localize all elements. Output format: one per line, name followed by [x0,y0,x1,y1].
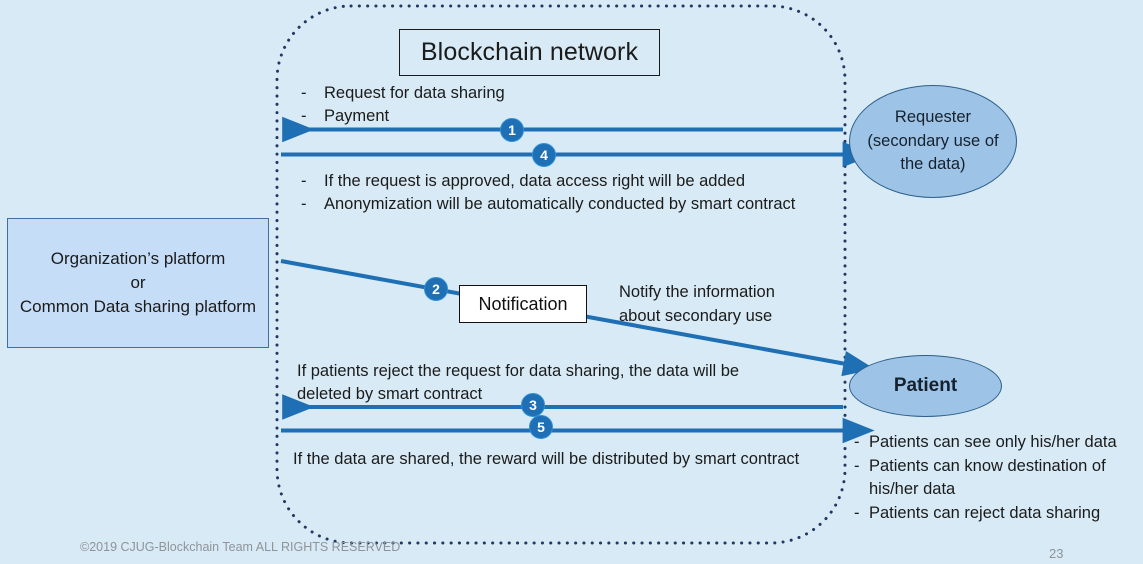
bullet-dash-icon: - [854,456,860,475]
mid-bullet-list: - If the request is approved, data acces… [301,170,795,217]
requester-node: Requester (secondary use of the data) [849,85,1017,198]
step-badge-1[interactable]: 1 [500,118,524,142]
list-item: - Patients can reject data sharing [854,502,1117,526]
list-item: - Patients can see only his/her data [854,431,1117,455]
reject-line-1: If patients reject the request for data … [297,362,740,380]
patient-label: Patient [893,375,958,396]
copyright-notice: ©2019 CJUG-Blockchain Team ALL RIGHTS RE… [80,540,401,554]
bullet-dash-icon: - [301,195,307,214]
bullet-text: Payment [324,107,390,126]
patient-capability-list: - Patients can see only his/her data - P… [854,431,1117,525]
top-bullet-list: - Request for data sharing - Payment [301,82,505,129]
notification-caption-line-1: Notify the information [619,283,775,301]
bullet-text: If the request is approved, data access … [324,172,745,190]
bullet-text-continuation: his/her data [869,480,956,499]
notification-caption: Notify the information about secondary u… [619,281,775,329]
bullet-dash-icon: - [854,433,860,451]
bullet-dash-icon: - [854,503,860,522]
platform-line-1: Organization’s platform [50,248,226,268]
bullet-text: Patients can reject data sharing [869,503,1101,522]
step-badge-5[interactable]: 5 [529,415,553,439]
bullet-text: Anonymization will be automatically cond… [324,195,796,214]
step-badge-4[interactable]: 4 [532,143,556,167]
list-item: - If the request is approved, data acces… [301,170,795,193]
list-item: - Patients can know destination of [854,455,1117,479]
platform-line-3: Common Data sharing platform [19,297,257,317]
list-item: - Payment [301,105,505,128]
bullet-dash-icon: - [301,172,307,190]
requester-line-2: (secondary use of [867,131,999,150]
organization-platform-box: Organization’s platform or Common Data s… [7,218,269,348]
patient-node: Patient [849,355,1002,417]
bullet-dash-icon: - [301,107,307,126]
notification-box: Notification [459,285,587,323]
step-badge-2[interactable]: 2 [424,277,448,301]
bullet-dash-icon: - [301,84,307,102]
blockchain-network-title: Blockchain network [399,29,660,76]
list-item: - Anonymization will be automatically co… [301,193,795,216]
bullet-text: Patients can see only his/her data [869,433,1117,451]
page-number: 23 [1049,546,1064,561]
reject-line-2: deleted by smart contract [297,385,483,404]
list-item: - Request for data sharing [301,82,505,105]
reward-description: If the data are shared, the reward will … [293,448,799,471]
bullet-text: Request for data sharing [324,84,505,102]
notification-caption-line-2: about secondary use [619,306,773,325]
blockchain-network-boundary [275,4,847,545]
requester-line-3: the data) [900,155,966,174]
reward-line-1: If the data are shared, the reward will … [293,450,800,468]
platform-line-2: or [130,272,146,292]
bullet-text: Patients can know destination of [869,456,1106,475]
reject-description: If patients reject the request for data … [297,360,739,407]
requester-line-1: Requester [894,107,972,126]
step-badge-3[interactable]: 3 [521,393,545,417]
